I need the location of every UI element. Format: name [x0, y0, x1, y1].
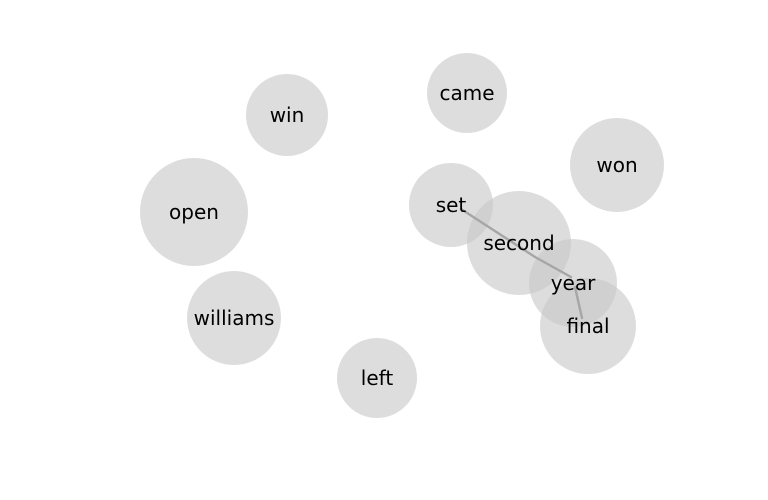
node-came — [427, 53, 507, 133]
node-label-williams: williams — [194, 306, 275, 330]
edge-set-second — [459, 207, 537, 259]
node-label-won: won — [596, 153, 637, 177]
node-won — [570, 118, 664, 212]
node-label-left: left — [361, 366, 394, 390]
node-label-year: year — [551, 271, 596, 295]
node-final — [540, 278, 636, 374]
node-left — [337, 338, 417, 418]
edge-year-final — [573, 285, 584, 320]
node-label-open: open — [169, 200, 219, 224]
nodes-layer — [140, 53, 664, 418]
labels-layer: came win won open set second year williams final… — [169, 81, 638, 390]
node-label-win: win — [270, 103, 305, 127]
node-label-final: final — [566, 314, 609, 338]
node-label-set: set — [436, 193, 467, 217]
node-williams — [187, 271, 281, 365]
node-label-second: second — [483, 231, 554, 255]
node-win — [246, 74, 328, 156]
edge-second-year — [533, 255, 573, 279]
edges-layer — [459, 207, 584, 320]
node-open — [140, 158, 248, 266]
node-label-came: came — [439, 81, 494, 105]
